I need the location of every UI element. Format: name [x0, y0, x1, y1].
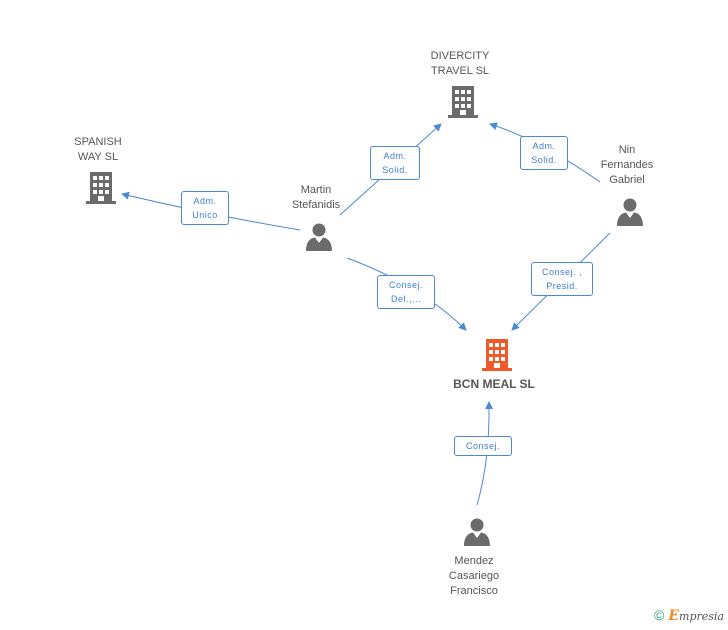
- company-label-divercity[interactable]: DIVERCITY TRAVEL SL: [430, 50, 490, 77]
- edge-label-martin-divercity[interactable]: Adm. Solid.: [370, 146, 420, 180]
- edge-mendez-bcn: [476, 401, 494, 506]
- person-icon[interactable]: [304, 222, 334, 252]
- edge-label-martin-bcn[interactable]: Consej. Del.,...: [377, 275, 435, 309]
- empresia-watermark[interactable]: ©Empresia: [654, 607, 724, 624]
- brand-name: Empresia: [668, 608, 724, 624]
- company-label-bcn[interactable]: BCN MEAL SL: [453, 377, 535, 391]
- copyright-icon: ©: [654, 607, 665, 623]
- building-icon[interactable]: [447, 84, 479, 120]
- company-label-spanish[interactable]: SPANISH WAY SL: [74, 136, 122, 163]
- person-icon[interactable]: [615, 197, 645, 227]
- edge-label-mendez-bcn[interactable]: Consej.: [454, 436, 512, 456]
- person-label-mendez[interactable]: Mendez Casariego Francisco: [448, 555, 500, 597]
- edge-label-martin-spanish[interactable]: Adm. Unico: [181, 191, 229, 225]
- person-icon[interactable]: [462, 517, 492, 547]
- person-label-martin[interactable]: Martin Stefanidis: [291, 184, 341, 211]
- edge-label-nin-bcn[interactable]: Consej. , Presid.: [531, 262, 593, 296]
- building-icon[interactable]: [85, 170, 117, 206]
- person-label-nin[interactable]: Nin Fernandes Gabriel: [600, 144, 654, 186]
- edge-label-nin-divercity[interactable]: Adm. Solid.: [520, 136, 568, 170]
- building-icon[interactable]: [481, 337, 513, 373]
